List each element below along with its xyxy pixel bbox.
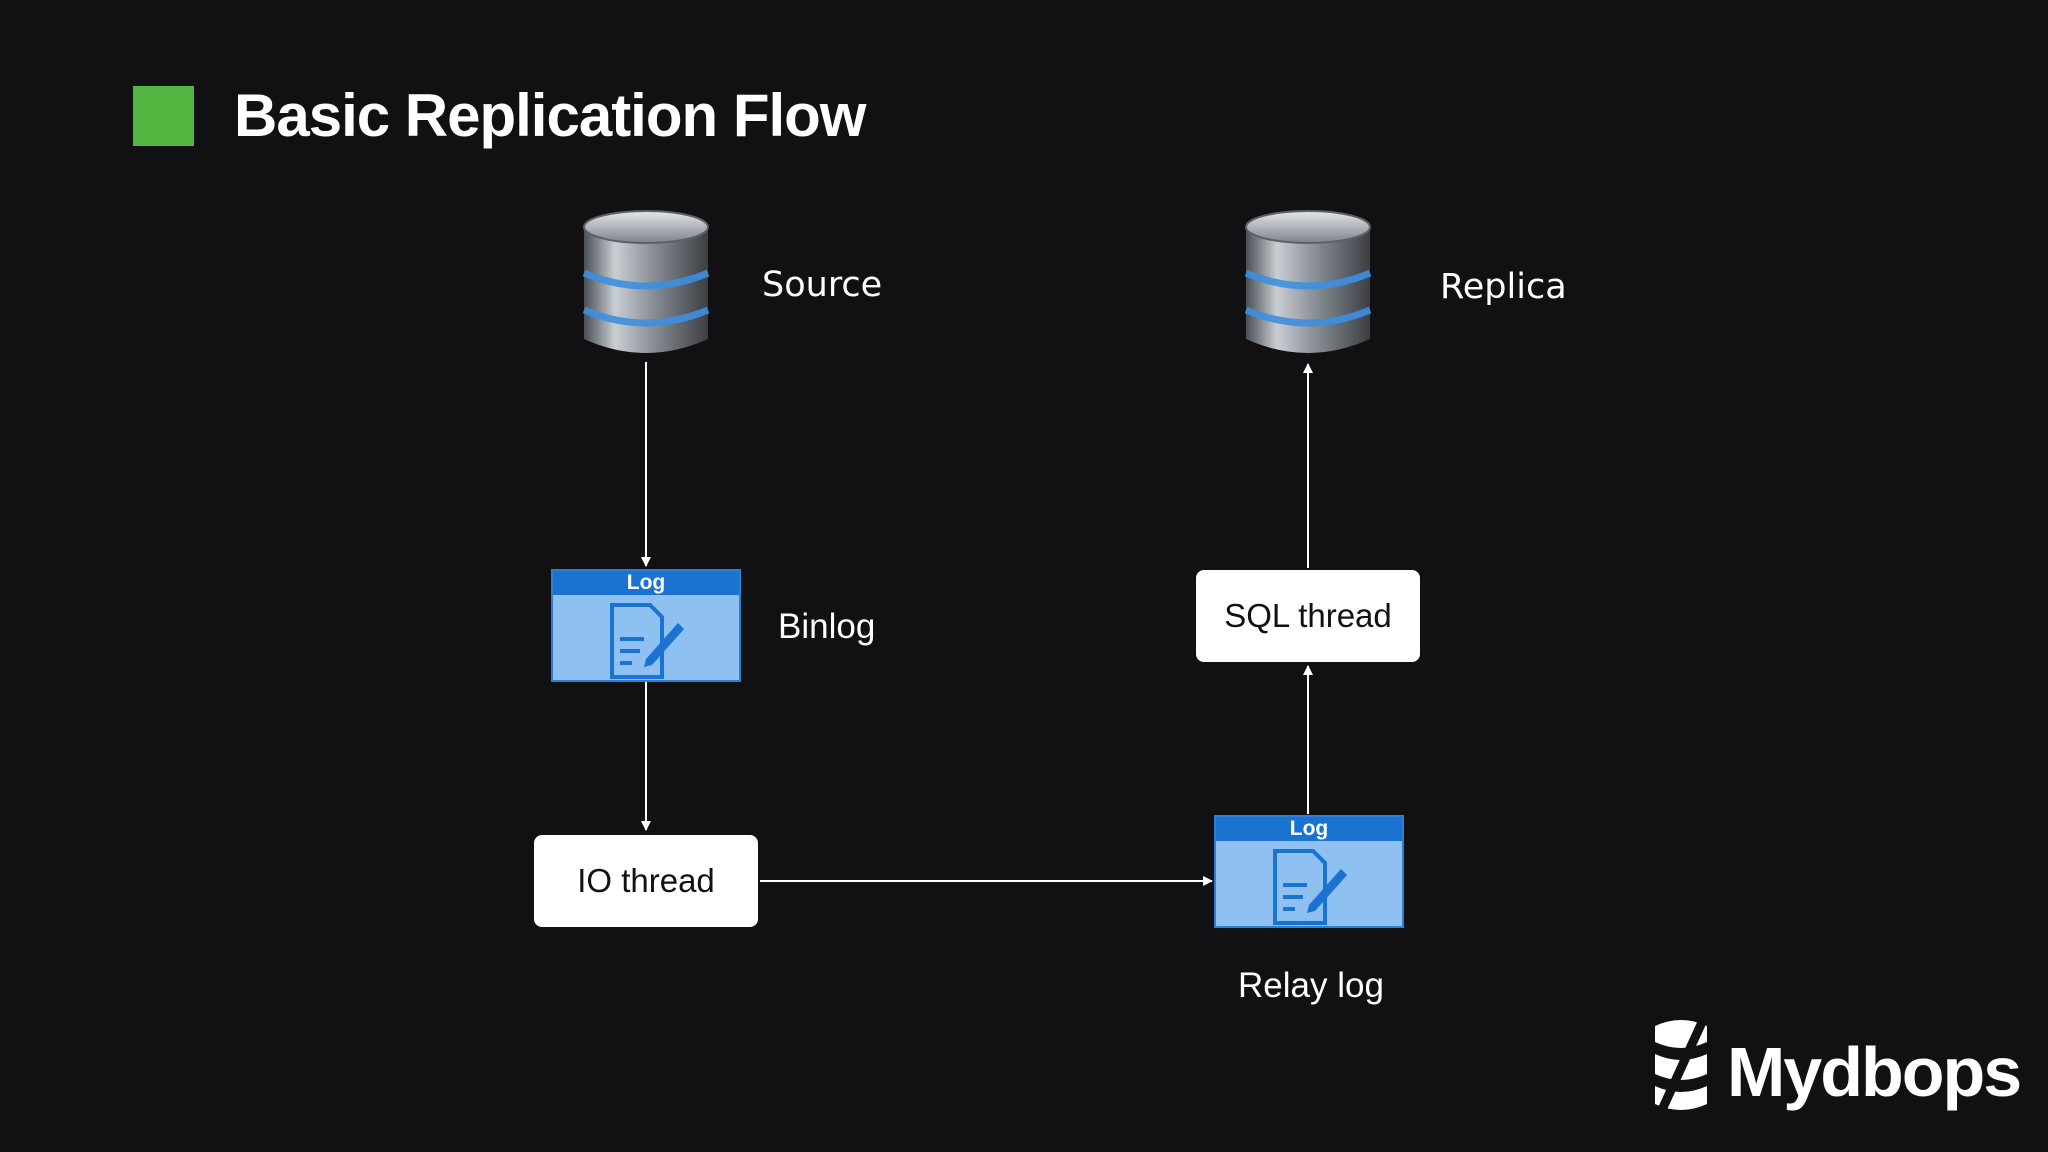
log-document-icon [610, 603, 684, 679]
relay-log-label: Relay log [1238, 966, 1384, 1005]
title-accent-square [133, 86, 194, 146]
database-icon [1244, 210, 1372, 353]
slide-title: Basic Replication Flow [234, 82, 866, 149]
log-document-icon [1273, 849, 1347, 925]
binlog-box: Log [551, 569, 741, 682]
brand-name: Mydbops [1727, 1033, 2022, 1111]
mydbops-logo-icon [1655, 1018, 1708, 1114]
sql-thread-label: SQL thread [1224, 597, 1392, 634]
binlog-label: Binlog [778, 607, 876, 646]
relay-log-header: Log [1216, 817, 1402, 841]
relay-log-box: Log [1214, 815, 1404, 928]
binlog-header: Log [553, 571, 739, 595]
io-thread-box: IO thread [534, 835, 758, 927]
replica-label: Replica [1440, 267, 1567, 307]
brand-logo: Mydbops [1645, 1012, 2025, 1122]
database-icon [582, 210, 710, 353]
io-thread-label: IO thread [577, 862, 715, 899]
source-label: Source [762, 265, 883, 305]
sql-thread-box: SQL thread [1196, 570, 1420, 662]
